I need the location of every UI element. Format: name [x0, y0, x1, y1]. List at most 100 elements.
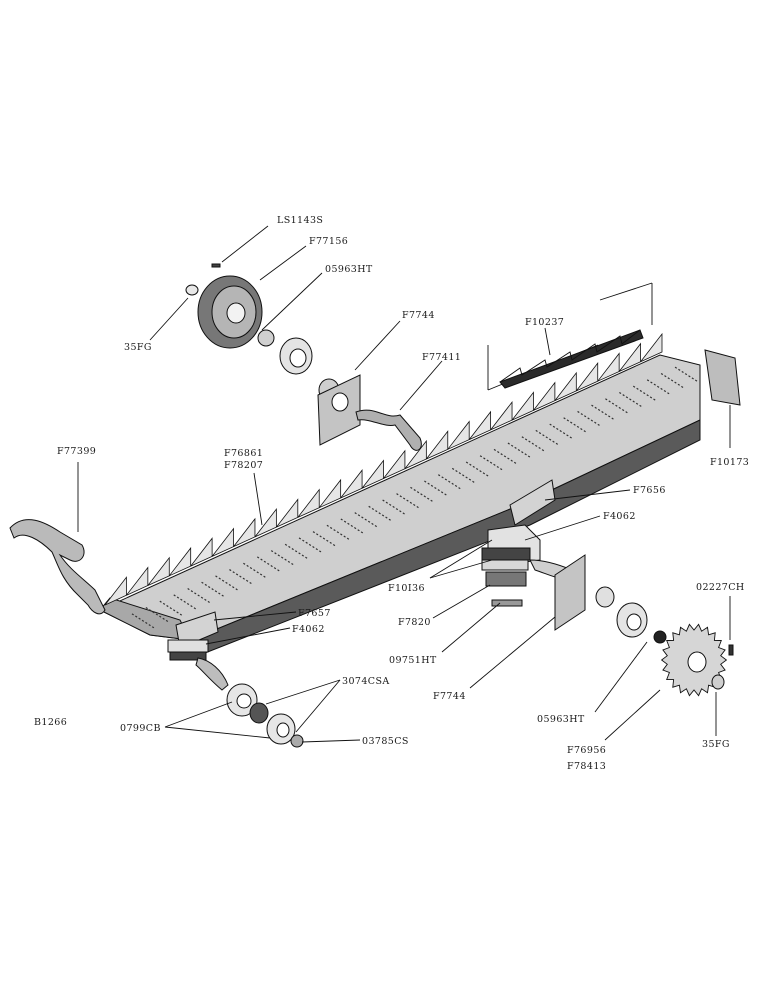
- knife-serration: [499, 329, 641, 383]
- knife-tooth: [318, 478, 342, 509]
- label-bolt: 09751HT: [389, 655, 437, 666]
- label-knife-section: F10237: [525, 317, 564, 328]
- label-crank-left: F77399: [57, 446, 96, 457]
- pad-bottom: [481, 559, 529, 571]
- label-crank-top: F77411: [422, 352, 461, 363]
- label-shim: F7820: [398, 617, 431, 628]
- label-guide-left: F7657: [298, 608, 331, 619]
- label-sprocket-b: F78413: [567, 761, 606, 772]
- slat: [368, 505, 392, 521]
- key: [728, 644, 734, 656]
- knife-tooth: [126, 566, 149, 596]
- slat: [577, 410, 600, 426]
- shim: [485, 571, 527, 587]
- label-bearing-set: 3074CSA: [342, 676, 390, 687]
- label-washer-top: 35FG: [124, 342, 152, 353]
- knife-section-detail: [487, 282, 653, 391]
- label-bearing-top: 05963HT: [325, 264, 373, 275]
- slat: [173, 594, 197, 610]
- slat: [451, 467, 475, 483]
- knife-tooth: [575, 362, 599, 392]
- part-labels: LS1143S F77156 05963HT 35FG F7744 F77411…: [34, 215, 749, 772]
- label-washer-bottom: 35FG: [702, 739, 730, 750]
- label-block-left: F4062: [292, 624, 325, 635]
- crank-left: [9, 519, 106, 615]
- label-bearing-bottom: 05963HT: [537, 714, 585, 725]
- slat: [382, 499, 405, 515]
- slat: [326, 524, 350, 540]
- guide-right: [509, 479, 556, 526]
- slat: [605, 398, 628, 414]
- knife-tooth: [468, 410, 492, 440]
- knife-tooth: [554, 371, 577, 402]
- slat: [243, 562, 266, 578]
- right-guide-assembly: [481, 479, 667, 644]
- left-guide-assembly: [167, 611, 304, 748]
- slat: [312, 531, 336, 547]
- slat: [521, 436, 545, 452]
- knife-tooth: [640, 332, 663, 363]
- label-roll-pin: LS1143S: [277, 215, 323, 226]
- slat: [298, 537, 322, 553]
- slat: [674, 366, 698, 382]
- knife-tooth: [533, 381, 556, 411]
- pulley-assembly: [185, 263, 422, 451]
- label-nut: 03785CS: [362, 736, 409, 747]
- label-guide-right: F7656: [633, 485, 666, 496]
- slat: [646, 379, 670, 395]
- slat: [201, 581, 224, 597]
- nut: [290, 734, 304, 748]
- washer-top: [185, 284, 199, 296]
- bolt: [491, 599, 523, 607]
- label-knife-a: F76861: [224, 448, 263, 459]
- label-key: 02227CH: [696, 582, 745, 593]
- slat: [632, 385, 656, 401]
- knife-tooth: [383, 449, 406, 479]
- knife-tooth: [361, 459, 384, 489]
- slat: [465, 461, 489, 477]
- slat: [215, 575, 238, 591]
- bearing-set: [249, 702, 269, 724]
- label-bracket-top: F7744: [402, 310, 435, 321]
- slat: [479, 455, 503, 471]
- crank-top: [355, 409, 422, 451]
- crank-left-assembly: [9, 519, 106, 615]
- knife-tooth: [447, 420, 470, 450]
- slat: [535, 429, 559, 445]
- label-block-right: F4062: [603, 511, 636, 522]
- knife-tooth: [597, 352, 620, 382]
- knife-tooth: [490, 400, 513, 431]
- figure-id: B1266: [34, 717, 67, 728]
- roll-pin: [211, 263, 221, 268]
- slat: [410, 486, 433, 502]
- slat: [619, 391, 642, 407]
- end-plate: [704, 349, 741, 406]
- bearing-top: [257, 329, 275, 347]
- bracket-bottom: [554, 554, 586, 631]
- knife-tooth: [211, 527, 234, 557]
- slat: [591, 404, 614, 420]
- slat: [660, 372, 684, 388]
- conveyor-trough: [98, 332, 741, 656]
- label-pad: F10I36: [388, 583, 425, 594]
- knife-tooth: [254, 507, 277, 538]
- label-end-plate: F10173: [710, 457, 749, 468]
- slat: [563, 417, 586, 433]
- slat: [229, 569, 252, 585]
- label-pulley: F77156: [309, 236, 348, 247]
- slat: [131, 613, 155, 629]
- block-left: [167, 639, 209, 653]
- pad-top: [481, 547, 531, 561]
- knife-tooth: [190, 537, 213, 567]
- knife-tooth: [276, 498, 299, 528]
- slats: [131, 366, 698, 629]
- slat: [256, 556, 280, 572]
- label-bearing-cup: 0799CB: [120, 723, 161, 734]
- knife-teeth: [104, 332, 663, 606]
- slat: [437, 474, 461, 490]
- leader-lines: [77, 225, 731, 743]
- knife-tooth: [426, 430, 449, 460]
- knife-tooth: [297, 488, 320, 518]
